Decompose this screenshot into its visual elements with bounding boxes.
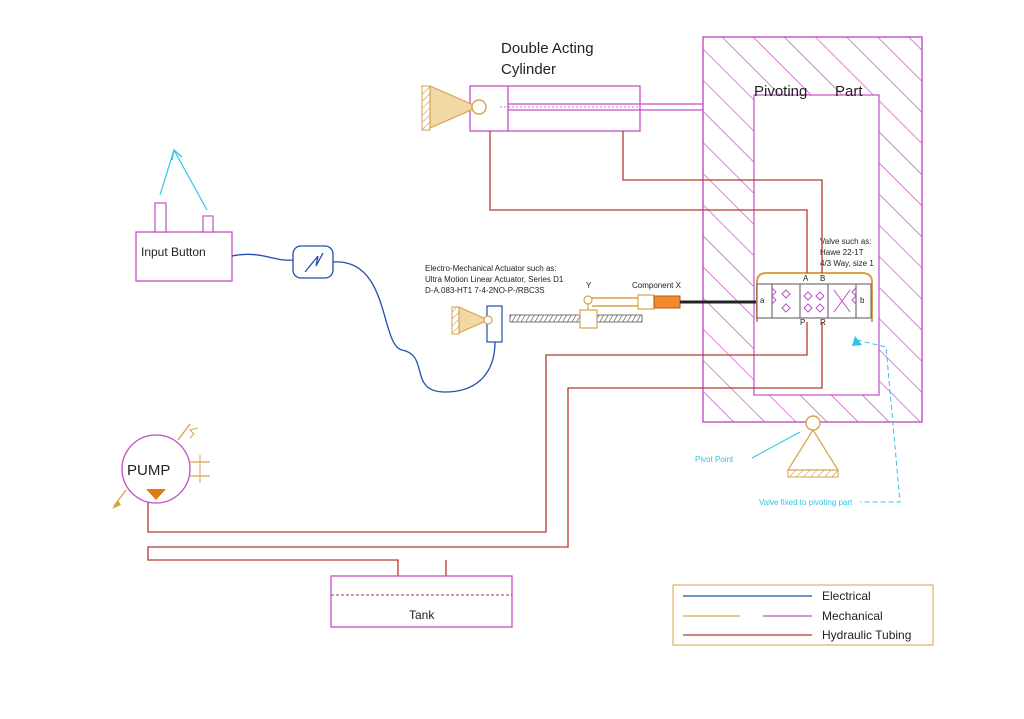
actuator-label-line3: D-A.083-HT1 7-4-2NO-P-/RBC3S bbox=[425, 286, 545, 295]
cylinder-label-line1: Double Acting bbox=[501, 40, 594, 57]
legend: Electrical Mechanical Hydraulic Tubing bbox=[672, 584, 934, 646]
input-button-label: Input Button bbox=[141, 245, 206, 259]
legend-electrical: Electrical bbox=[822, 589, 871, 603]
pivot-point: Pivot Point bbox=[695, 415, 840, 478]
pump: PUMP bbox=[112, 423, 210, 509]
actuator-label-line2: Ultra Motion Linear Actuator, Series D1 bbox=[425, 275, 564, 284]
valve-fixed-annotation: Valve fixed to pivoting part bbox=[759, 336, 901, 507]
valve-label-line2: Hawe 22-1T bbox=[820, 248, 864, 257]
legend-hydraulic: Hydraulic Tubing bbox=[822, 628, 911, 642]
component-x-label: Component X bbox=[632, 281, 682, 290]
input-button: Input Button bbox=[135, 148, 233, 282]
directional-valve: Valve such as: Hawe 22-1T 4/3 Way, size … bbox=[756, 237, 874, 327]
valve-label-line3: 4/3 Way, size 1 bbox=[820, 259, 874, 268]
port-b-label: B bbox=[820, 274, 825, 283]
solenoid-b-label: b bbox=[860, 296, 865, 305]
tank: Tank bbox=[330, 575, 513, 628]
tank-label: Tank bbox=[409, 608, 435, 622]
hydraulic-tubing bbox=[147, 131, 823, 600]
y-label: Y bbox=[586, 281, 592, 290]
pivot-point-label: Pivot Point bbox=[695, 455, 734, 464]
valve-fixed-label: Valve fixed to pivoting part bbox=[759, 498, 853, 507]
pump-label: PUMP bbox=[127, 462, 170, 479]
pivoting-part: Pivoting Part bbox=[702, 36, 923, 423]
cylinder-label-line2: Cylinder bbox=[501, 61, 556, 78]
port-r-label: R bbox=[820, 318, 826, 327]
pivoting-part-label-2: Part bbox=[835, 83, 863, 100]
solenoid-a-label: a bbox=[760, 296, 765, 305]
pivoting-part-label-1: Pivoting bbox=[754, 83, 807, 100]
component-x: Component X bbox=[592, 281, 757, 310]
signal-converter bbox=[292, 245, 334, 279]
double-acting-cylinder: Double Acting Cylinder bbox=[421, 40, 703, 132]
actuator-label-line1: Electro-Mechanical Actuator such as: bbox=[425, 264, 557, 273]
legend-mechanical: Mechanical bbox=[822, 609, 883, 623]
valve-label-line1: Valve such as: bbox=[820, 237, 871, 246]
linear-actuator: Electro-Mechanical Actuator such as: Ult… bbox=[425, 264, 643, 343]
port-p-label: P bbox=[800, 318, 805, 327]
port-a-label: A bbox=[803, 274, 809, 283]
electrical-wiring bbox=[231, 253, 496, 393]
